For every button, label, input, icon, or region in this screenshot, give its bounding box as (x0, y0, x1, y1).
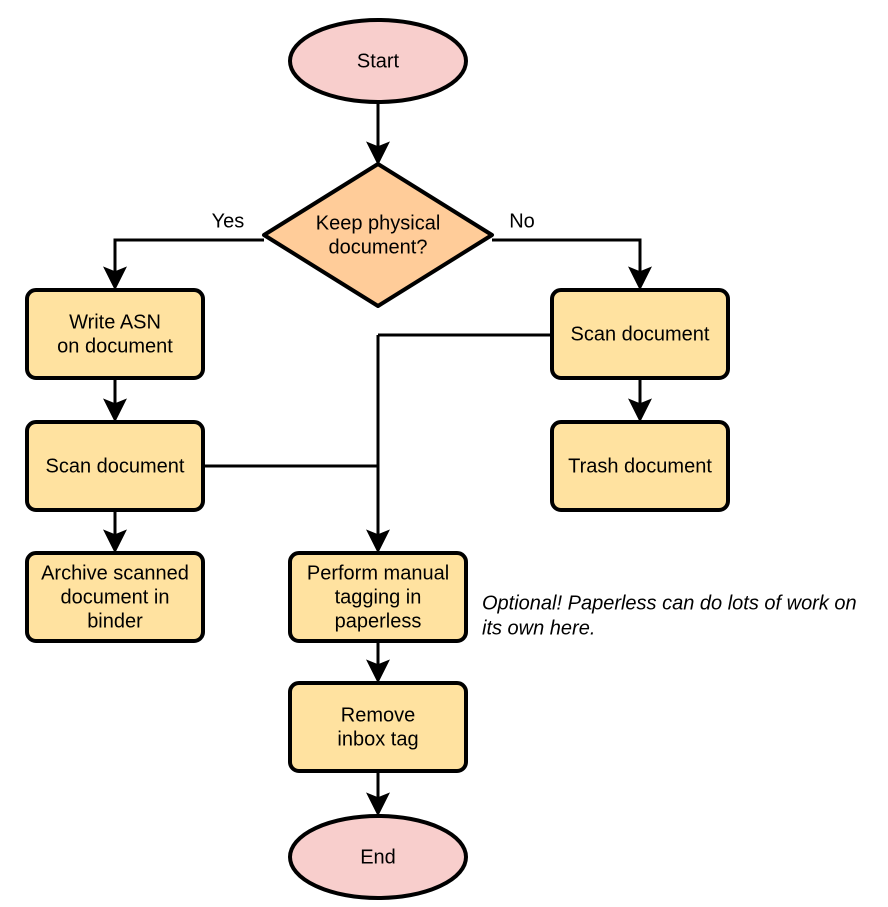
scan-document-right-label: Scan document (571, 323, 710, 345)
node-perform-manual-tagging[interactable]: Perform manual tagging in paperless (288, 551, 468, 643)
start-label: Start (357, 50, 400, 72)
node-decision-keep-physical-document[interactable]: Keep physical document? (262, 162, 494, 308)
edge-label-yes: Yes (212, 210, 245, 232)
edge-decision-yes-to-write-asn (103, 238, 264, 291)
node-write-asn[interactable]: Write ASN on document (25, 288, 205, 380)
scan-document-left-label: Scan document (46, 455, 185, 477)
archive-label-line3: binder (87, 610, 143, 632)
tagging-label-line1: Perform manual (307, 562, 449, 584)
edge-decision-no-to-scan-right (492, 238, 652, 291)
decision-diamond (262, 162, 494, 308)
decision-label-line1: Keep physical (316, 212, 441, 234)
write-asn-box (25, 288, 205, 380)
trash-document-label: Trash document (568, 455, 712, 477)
node-start[interactable]: Start (288, 18, 468, 104)
node-scan-document-left[interactable]: Scan document (25, 420, 205, 512)
tagging-box (288, 551, 468, 643)
archive-box (25, 551, 205, 643)
scan-document-right-box (550, 288, 730, 380)
scan-document-left-box (25, 420, 205, 512)
write-asn-label-line1: Write ASN (69, 311, 161, 333)
end-ellipse (288, 814, 468, 900)
node-end[interactable]: End (288, 814, 468, 900)
tagging-label-line2: tagging in (335, 586, 422, 608)
archive-label-line2: document in (61, 586, 170, 608)
remove-inbox-tag-box (288, 681, 468, 773)
node-trash-document[interactable]: Trash document (550, 420, 730, 512)
trash-document-box (550, 420, 730, 512)
edge-label-no: No (509, 210, 535, 232)
node-archive-scanned-document[interactable]: Archive scanned document in binder (25, 551, 205, 643)
optional-note-line2: its own here. (482, 617, 595, 639)
archive-label-line1: Archive scanned (41, 562, 189, 584)
write-asn-label-line2: on document (57, 335, 173, 357)
node-scan-document-right[interactable]: Scan document (550, 288, 730, 380)
end-label: End (360, 846, 396, 868)
tagging-label-line3: paperless (335, 610, 422, 632)
decision-label-line2: document? (329, 236, 428, 258)
start-ellipse (288, 18, 468, 104)
optional-note-line1: Optional! Paperless can do lots of work … (482, 592, 857, 614)
remove-inbox-tag-label-line1: Remove (341, 704, 415, 726)
remove-inbox-tag-label-line2: inbox tag (337, 728, 418, 750)
node-remove-inbox-tag[interactable]: Remove inbox tag (288, 681, 468, 773)
